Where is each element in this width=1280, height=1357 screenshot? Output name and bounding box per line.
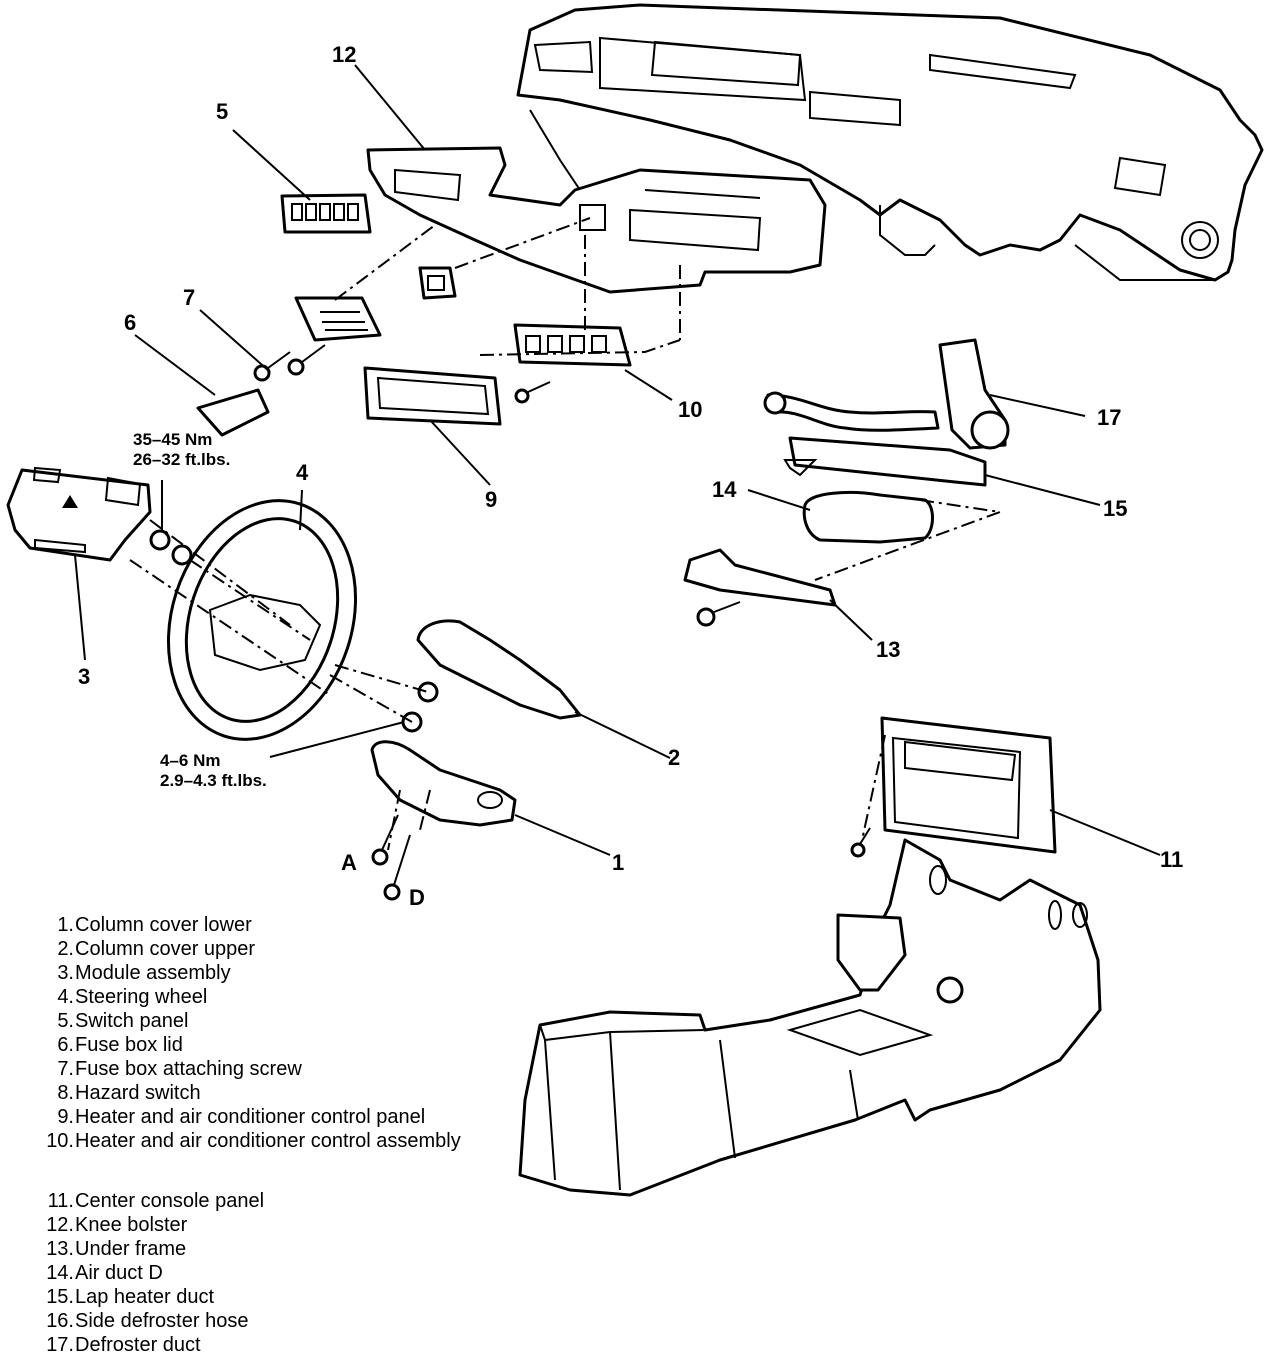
legend-item: 12.Knee bolster: [30, 1213, 530, 1237]
hvac-control-panel-part: [363, 366, 502, 426]
side-defroster-hose-part: [763, 391, 940, 432]
legend-item: 7.Fuse box attaching screw: [30, 1057, 530, 1081]
callout-12: 12: [332, 42, 357, 67]
defroster-duct-part: [938, 338, 1010, 450]
legend-item: 11.Center console panel: [30, 1189, 530, 1213]
air-duct-d-part: [802, 490, 1001, 581]
callout-17: 17: [1097, 405, 1122, 430]
legend-label: Hazard switch: [75, 1082, 201, 1104]
leader-lines: [74, 64, 1161, 856]
fuse-box-lid-part: [196, 296, 382, 437]
column-cover-lower-part: [370, 681, 517, 901]
callout-3: 3: [78, 664, 91, 689]
under-frame-part: [683, 548, 837, 627]
callout-11: 11: [1160, 847, 1184, 872]
legend-number: 13.: [46, 1238, 74, 1260]
legend-item: 3.Module assembly: [30, 961, 530, 985]
legend-label: Under frame: [75, 1238, 187, 1260]
legend-label: Heater and air conditioner control panel: [75, 1106, 426, 1128]
legend-label: Knee bolster: [75, 1214, 188, 1236]
callout-1: 1: [612, 850, 625, 875]
callout-15: 15: [1103, 496, 1128, 521]
legend-label: Switch panel: [75, 1010, 189, 1032]
callout-9: 9: [485, 487, 498, 512]
legend-item: 4.Steering wheel: [30, 985, 530, 1009]
legend-number: 1.: [57, 914, 74, 936]
instrument-panel: [516, 3, 1264, 282]
legend-item: 13.Under frame: [30, 1237, 530, 1261]
callout-10: 10: [678, 397, 703, 422]
legend-item: 5.Switch panel: [30, 1009, 530, 1033]
torque-spec-line-ftlbs: 2.9–4.3 ft.lbs.: [160, 771, 267, 790]
callout-d: D: [409, 885, 425, 910]
legend-item: 15.Lap heater duct: [30, 1285, 530, 1309]
legend-item: 1.Column cover lower: [30, 913, 530, 937]
legend-item: 8.Hazard switch: [30, 1081, 530, 1105]
legend-item: 16.Side defroster hose: [30, 1309, 530, 1333]
legend-number: 12.: [46, 1214, 74, 1236]
knee-bolster-part: [366, 146, 827, 294]
assembly-lines: [129, 217, 886, 851]
legend-label: Air duct D: [75, 1262, 163, 1284]
callout-7: 7: [183, 285, 196, 310]
torque-spec-column-bolt: 4–6 Nm 2.9–4.3 ft.lbs.: [160, 751, 267, 791]
legend-label: Center console panel: [75, 1190, 265, 1212]
legend-label: Lap heater duct: [75, 1286, 214, 1308]
legend-number: 10.: [46, 1130, 74, 1152]
callout-a: A: [341, 850, 357, 875]
legend-label: Heater and air conditioner control assem…: [75, 1130, 461, 1152]
legend-number: 9.: [57, 1106, 74, 1128]
legend-number: 7.: [57, 1058, 74, 1080]
legend-label: Column cover upper: [75, 938, 256, 960]
legend-number: 11.: [47, 1190, 74, 1212]
legend-number: 8.: [57, 1082, 74, 1104]
legend-number: 14.: [46, 1262, 74, 1284]
torque-spec-line-ftlbs: 26–32 ft.lbs.: [133, 450, 231, 469]
legend-number: 5.: [57, 1010, 74, 1032]
legend-number: 6.: [57, 1034, 74, 1056]
legend-number: 4.: [57, 986, 74, 1008]
center-console-part: [518, 838, 1102, 1197]
callout-4: 4: [296, 460, 309, 485]
callout-14: 14: [712, 477, 737, 502]
legend-label: Fuse box attaching screw: [75, 1058, 302, 1080]
torque-spec-line-nm: 4–6 Nm: [160, 751, 221, 770]
legend-item: 14.Air duct D: [30, 1261, 530, 1285]
legend-number: 15.: [46, 1286, 74, 1308]
switch-panel-part: [280, 193, 372, 234]
legend-number: 16.: [46, 1310, 74, 1332]
legend-number: 17.: [46, 1334, 74, 1356]
legend-label: Column cover lower: [75, 914, 252, 936]
center-console-panel-part: [850, 716, 1057, 858]
legend-label: Module assembly: [75, 962, 231, 984]
lap-heater-duct-part: [783, 436, 987, 487]
callout-5: 5: [216, 99, 229, 124]
hvac-control-assembly-part: [479, 323, 681, 404]
callout-2: 2: [668, 745, 681, 770]
hazard-switch-part: [418, 266, 457, 300]
legend-number: 3.: [57, 962, 74, 984]
legend-label: Defroster duct: [75, 1334, 201, 1356]
legend-label: Side defroster hose: [75, 1310, 249, 1332]
module-assembly-part: [6, 466, 152, 562]
fuse-box-screws: [253, 344, 326, 382]
legend-label: Fuse box lid: [75, 1034, 183, 1056]
torque-spec-line-nm: 35–45 Nm: [133, 430, 213, 449]
legend-item: 10.Heater and air conditioner control as…: [30, 1129, 530, 1177]
legend-spacer: [30, 1177, 530, 1189]
legend-item: 9.Heater and air conditioner control pan…: [30, 1105, 530, 1129]
legend-number: 2.: [57, 938, 74, 960]
legend-item: 2.Column cover upper: [30, 937, 530, 961]
callout-13: 13: [876, 637, 901, 662]
callout-6: 6: [124, 310, 137, 335]
steering-wheel-part: [149, 499, 358, 741]
legend-label: Steering wheel: [75, 986, 208, 1008]
legend-item: 17.Defroster duct: [30, 1333, 530, 1357]
column-cover-upper-part: [416, 619, 582, 720]
parts-legend: 1.Column cover lower 2.Column cover uppe…: [30, 913, 530, 1357]
legend-item: 6.Fuse box lid: [30, 1033, 530, 1057]
torque-spec-wheel-nut: 35–45 Nm 26–32 ft.lbs.: [133, 430, 230, 470]
